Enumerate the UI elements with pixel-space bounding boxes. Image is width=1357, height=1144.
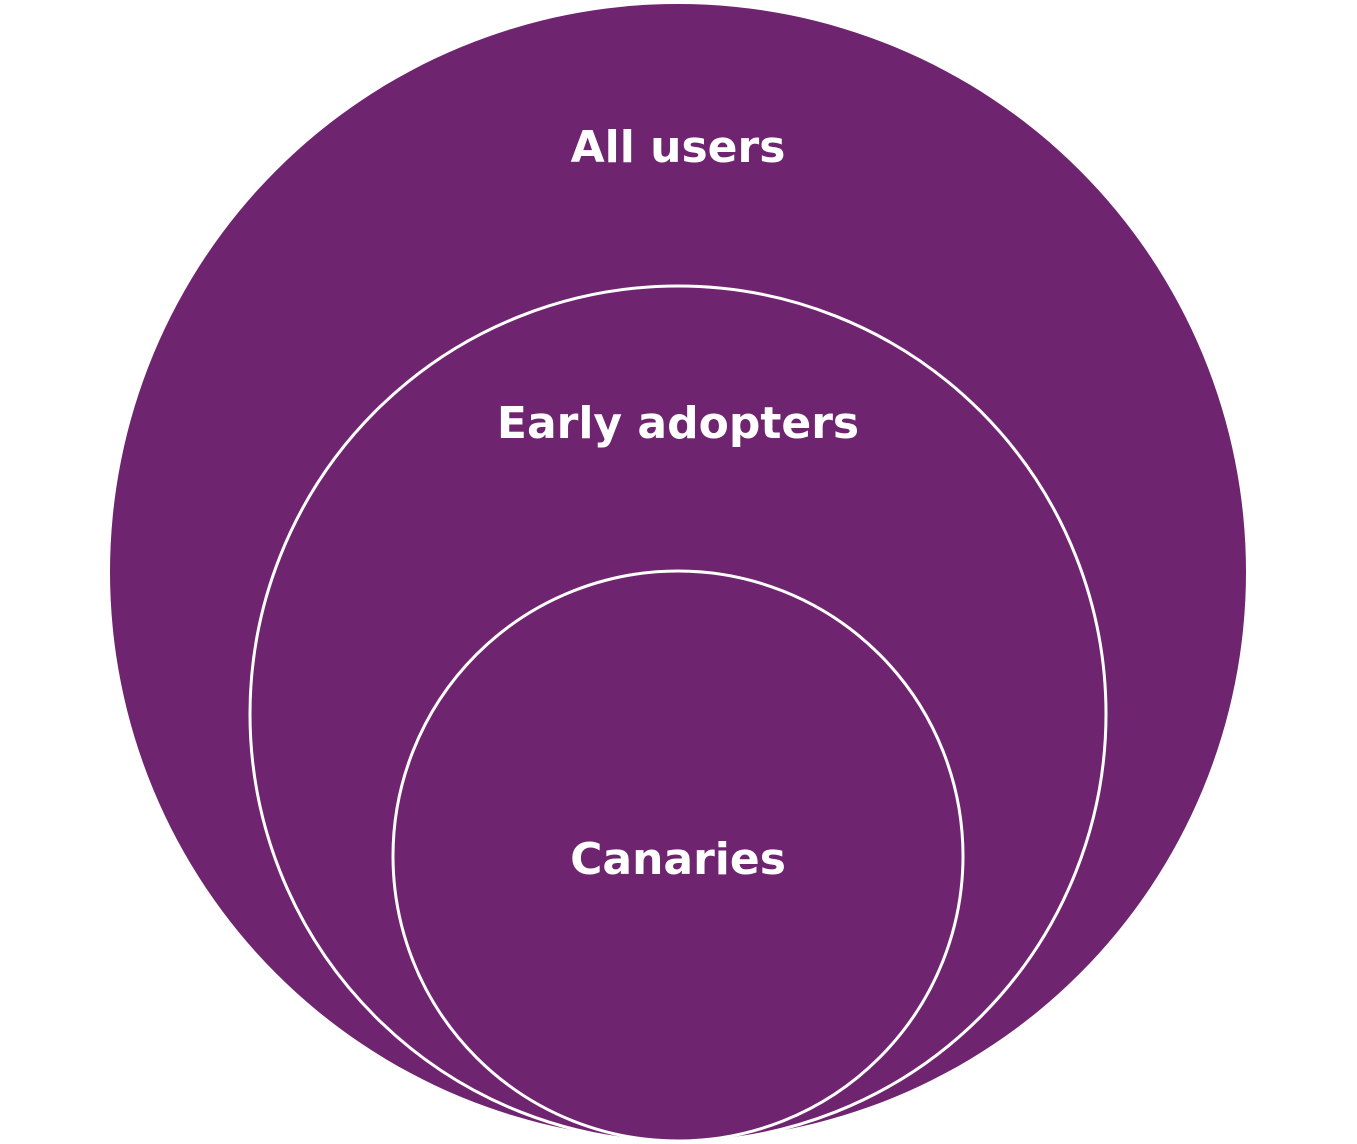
all-users-label: All users [571, 122, 786, 173]
canaries-circle [391, 569, 965, 1143]
early-adopters-label: Early adopters [497, 398, 859, 449]
canaries-label: Canaries [570, 834, 786, 885]
ring-canaries: Canaries [391, 569, 965, 1143]
